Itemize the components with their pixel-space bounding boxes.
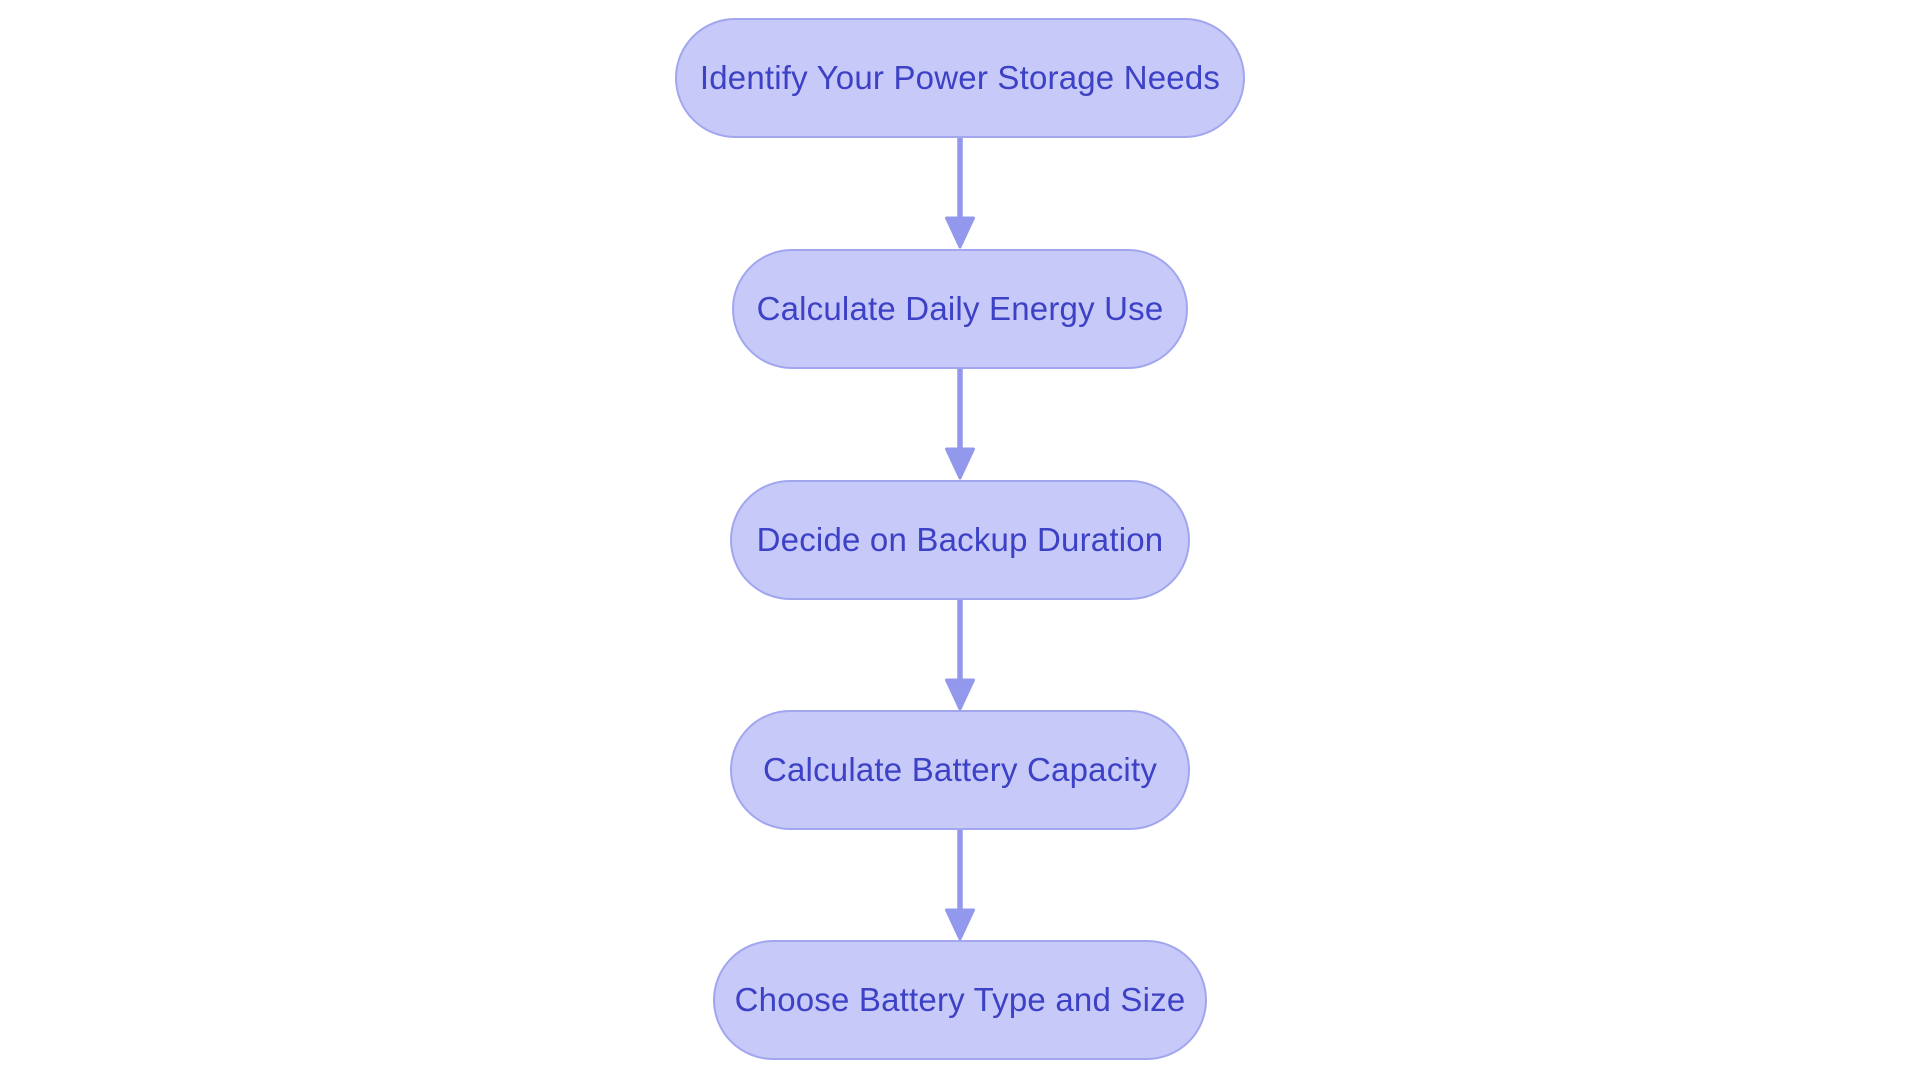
flow-arrow-down-icon — [945, 138, 975, 249]
flow-arrow-down-icon — [945, 830, 975, 941]
node-calculate-daily-energy-use: Calculate Daily Energy Use — [732, 249, 1188, 369]
node-choose-battery-type-and-size: Choose Battery Type and Size — [713, 940, 1207, 1060]
flow-node-label: Decide on Backup Duration — [756, 521, 1164, 558]
flow-node-label: Choose Battery Type and Size — [734, 981, 1186, 1018]
flow-arrow-down-icon — [945, 600, 975, 711]
node-identify-power-storage-needs: Identify Your Power Storage Needs — [675, 18, 1245, 138]
node-calculate-battery-capacity: Calculate Battery Capacity — [730, 710, 1190, 830]
flow-arrow-down-icon — [945, 369, 975, 480]
flow-node-label: Calculate Daily Energy Use — [756, 290, 1164, 327]
flow-node-label: Calculate Battery Capacity — [762, 751, 1158, 788]
node-decide-backup-duration: Decide on Backup Duration — [730, 480, 1190, 600]
flow-node-label: Identify Your Power Storage Needs — [699, 59, 1221, 96]
